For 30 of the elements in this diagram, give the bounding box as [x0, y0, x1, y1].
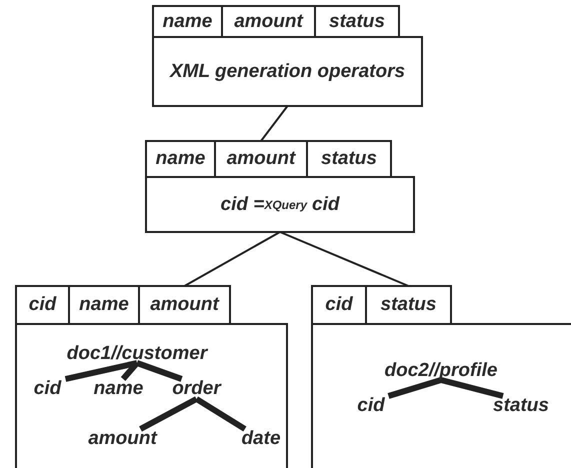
column-header: amount: [138, 285, 231, 325]
tree-node-label: amount: [78, 426, 167, 452]
tree-branch: [120, 361, 140, 381]
column-header: status: [306, 140, 392, 178]
tree-branch: [440, 377, 504, 399]
tree-node-label: doc2//profile: [370, 358, 512, 383]
tree-node-label: name: [85, 376, 152, 402]
tree-branch: [388, 377, 442, 399]
tree-node-label: cid: [350, 393, 392, 419]
column-header: name: [145, 140, 216, 178]
tree-node-label: date: [235, 426, 287, 452]
document-box: [311, 323, 571, 468]
tree-branch: [136, 360, 183, 382]
column-header: status: [314, 5, 400, 38]
tree-node-label: cid: [25, 376, 70, 402]
document-box: [15, 323, 288, 468]
tree-node-label: status: [485, 393, 557, 419]
operator-box: XML generation operators: [152, 36, 423, 107]
connector-line: [260, 105, 288, 142]
connector-line: [184, 231, 280, 287]
tree-branch: [64, 360, 138, 382]
column-header: cid: [15, 285, 70, 325]
connector-line: [280, 231, 409, 287]
column-header: name: [152, 5, 223, 38]
column-header: status: [365, 285, 452, 325]
tree-branch: [194, 396, 246, 432]
column-header: cid: [311, 285, 367, 325]
tree-branch: [139, 396, 198, 432]
tree-node-label: order: [163, 376, 230, 402]
tree-node-label: doc1//customer: [50, 342, 224, 366]
